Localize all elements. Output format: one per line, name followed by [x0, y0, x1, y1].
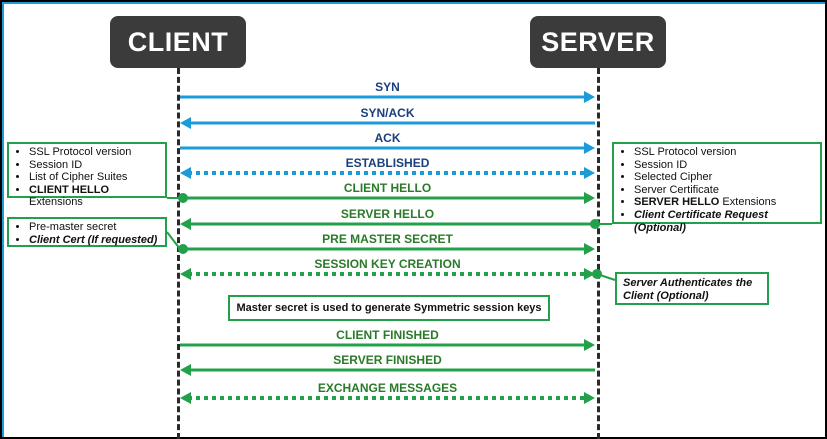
server-hello-item: Selected Cipher: [634, 171, 816, 184]
server-hello-item: Session ID: [634, 159, 816, 172]
arrow-head: [180, 117, 191, 129]
server-actor: SERVER: [530, 16, 666, 68]
message-label: SESSION KEY CREATION: [314, 257, 461, 271]
message-label: SYN: [375, 80, 400, 94]
arrow-head: [180, 392, 191, 404]
client-cert-item: Client Cert (If requested): [29, 234, 161, 247]
arrow-head: [584, 268, 595, 280]
connector-line: [596, 273, 616, 281]
server-auth-note: Server Authenticates the Client (Optiona…: [615, 272, 769, 305]
arrow-head: [180, 167, 191, 179]
client-actor: CLIENT: [110, 16, 246, 68]
message-label: CLIENT FINISHED: [336, 328, 439, 342]
client-cert-item: Pre-master secret: [29, 221, 161, 234]
server-hello-last: Client Certificate Request (Optional): [634, 208, 768, 234]
client-hello-rest: Extensions: [29, 196, 83, 209]
server-lifeline: [597, 68, 600, 439]
message-label: SERVER HELLO: [340, 207, 435, 221]
client-lifeline: [177, 68, 180, 439]
client-cert-item-bold: Client Cert (If requested): [29, 233, 158, 246]
message-label: PRE MASTER SECRET: [322, 232, 453, 246]
server-hello-bold: SERVER HELLO: [634, 196, 720, 209]
client-hello-item: List of Cipher Suites: [29, 171, 161, 184]
arrow-head: [180, 268, 191, 280]
arrow-head: [584, 142, 595, 154]
message-label: SERVER FINISHED: [333, 353, 442, 367]
message-label: ACK: [374, 131, 401, 145]
arrow-origin-dot: [178, 193, 188, 203]
message-label: SYN/ACK: [360, 106, 415, 120]
arrow-head: [584, 192, 595, 204]
arrow-head: [584, 167, 595, 179]
client-hello-bold: CLIENT HELLO: [29, 183, 110, 196]
arrow-head: [584, 91, 595, 103]
master-secret-note: Master secret is used to generate Symmet…: [228, 295, 550, 321]
arrow-origin-dot: [178, 244, 188, 254]
arrow-head: [584, 392, 595, 404]
client-hello-item: Session ID: [29, 159, 161, 172]
client-hello-details: SSL Protocol version Session ID List of …: [7, 142, 167, 208]
server-hello-item: SSL Protocol version: [634, 146, 816, 159]
message-label: ESTABLISHED: [345, 156, 430, 170]
arrow-head: [180, 364, 191, 376]
arrow-head: [584, 243, 595, 255]
server-hello-rest: Extensions: [719, 196, 777, 209]
arrow-head: [584, 339, 595, 351]
client-hello-item: CLIENT HELLO Extensions: [29, 184, 161, 209]
client-cert-details: Pre-master secret Client Cert (If reques…: [7, 217, 167, 247]
server-hello-item: SERVER HELLO Extensions: [634, 196, 816, 209]
server-hello-details: SSL Protocol version Session ID Selected…: [612, 142, 822, 234]
message-label: EXCHANGE MESSAGES: [317, 381, 458, 395]
connector-line: [166, 231, 181, 250]
client-hello-item: SSL Protocol version: [29, 146, 161, 159]
arrow-head: [180, 218, 191, 230]
server-hello-item: Client Certificate Request (Optional): [634, 209, 816, 234]
message-label: CLIENT HELLO: [343, 181, 432, 195]
server-hello-item: Server Certificate: [634, 184, 816, 197]
